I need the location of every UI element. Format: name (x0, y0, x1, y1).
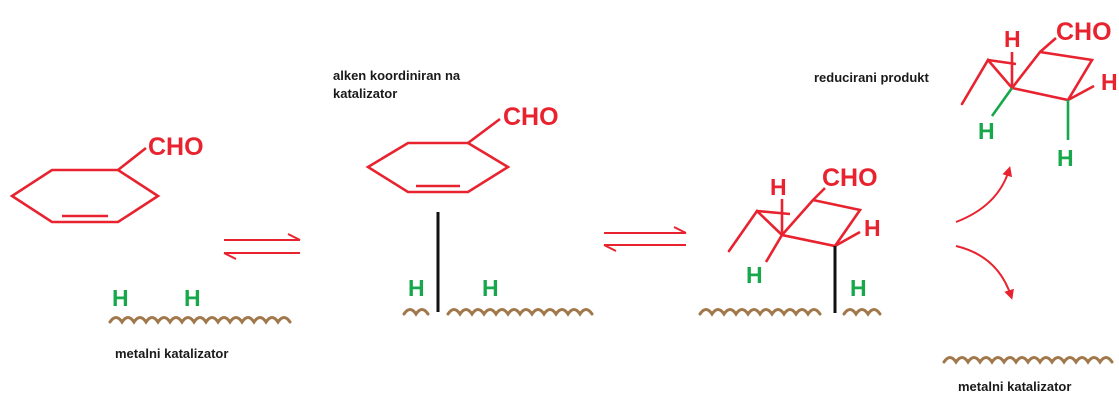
product-label: reducirani produkt (814, 70, 930, 85)
hydrogen-atom: H (746, 262, 763, 288)
coordinated-alkene-molecule: CHO (365, 103, 559, 194)
catalyst-surface-4 (942, 356, 1114, 365)
catalyst-label-left: metalni katalizator (115, 346, 228, 361)
aldehyde-group-label: CHO (503, 103, 559, 131)
catalyst-surface-1 (108, 316, 292, 325)
catalyst-surface-2b (446, 308, 594, 317)
coordinated-label-line-2: katalizator (333, 86, 397, 101)
hydrogen-atom: H (184, 285, 201, 311)
hydrogen-atom: H (978, 118, 995, 144)
aldehyde-group-label: CHO (148, 133, 204, 161)
hydrogen-atom: H (864, 215, 881, 241)
hydrogen-atom: H (112, 285, 129, 311)
catalyst-surface-3a (698, 308, 822, 317)
hydrogen-atom: H (850, 275, 867, 301)
hydrogen-atoms-stage-2: H H (408, 275, 499, 301)
catalyst-surface-3b (842, 308, 882, 317)
aldehyde-group-label: CHO (822, 164, 878, 192)
catalyst-regeneration-arrow (955, 245, 1014, 300)
hydrogen-atom: H (770, 174, 787, 200)
cyclohexene-aldehyde-molecule: CHO (9, 133, 204, 224)
half-hydrogenated-chair-molecule: H CHO H (727, 164, 881, 263)
hydrogen-atoms-stage-1: H H (112, 285, 201, 311)
catalyst-surface-2a (402, 308, 430, 317)
hydrogen-atom: H (1004, 26, 1021, 52)
equilibrium-arrow-1 (223, 233, 301, 260)
hydrogen-atom: H (1057, 145, 1074, 171)
hydrogen-atom: H (482, 275, 499, 301)
hydrogen-atom: H (1101, 69, 1118, 95)
reduced-product-chair-molecule: H CHO H H H (960, 18, 1118, 171)
equilibrium-arrow-2 (603, 226, 687, 252)
aldehyde-group-label: CHO (1056, 18, 1112, 46)
catalyst-label-right: metalni katalizator (958, 379, 1071, 394)
coordinated-label-line-1: alken koordiniran na (333, 68, 461, 83)
hydrogen-atom: H (408, 275, 425, 301)
product-release-arrow (955, 166, 1013, 223)
hydrogen-atoms-stage-3: H H (746, 262, 867, 301)
